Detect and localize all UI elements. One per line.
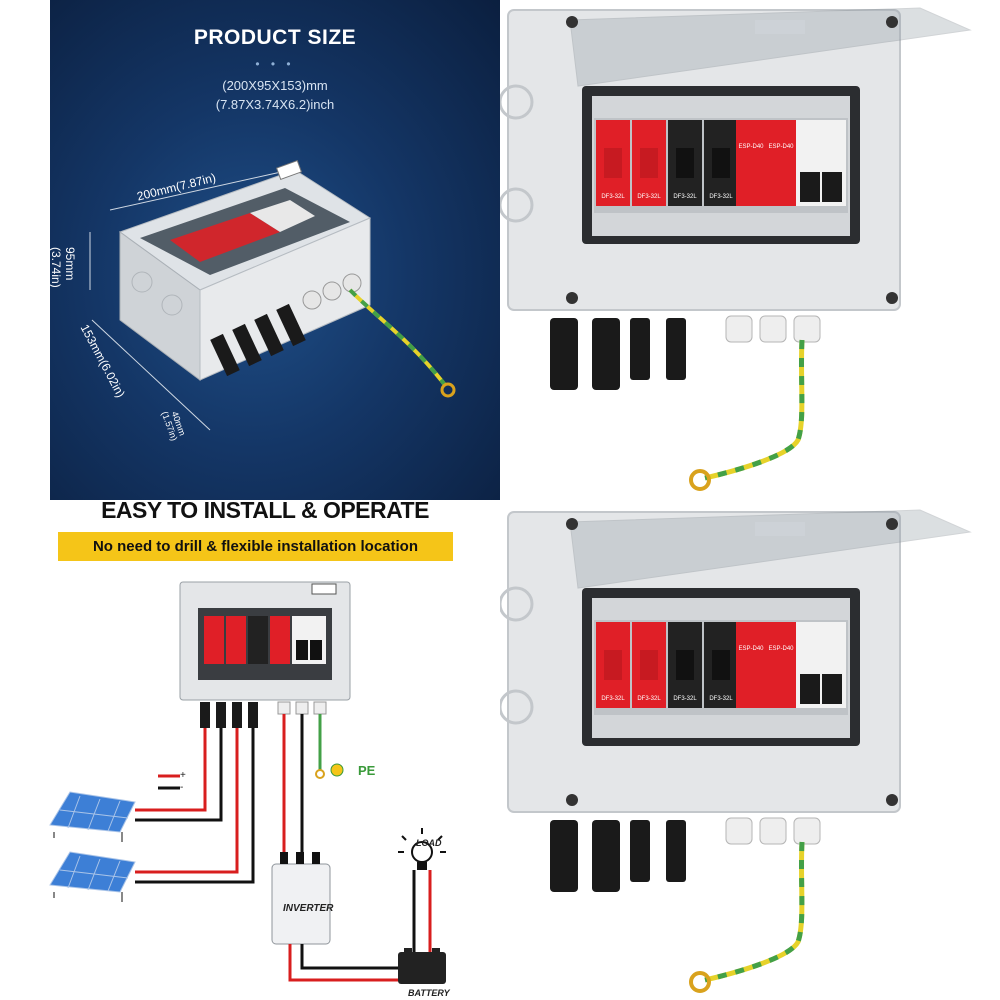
- height-mm-label: 95mm: [63, 247, 77, 281]
- negative-sign: -: [180, 782, 184, 793]
- title-dots: • • •: [255, 57, 295, 71]
- breaker-block: [170, 213, 280, 262]
- install-banner: No need to drill & flexible installation…: [58, 532, 453, 561]
- product-photos: DF3-32L DF3-32L DF3-32L DF3-32L ESP-D40 …: [500, 0, 1000, 1000]
- size-metric: (200X95X153)mm: [222, 78, 328, 93]
- load-label: LOAD: [416, 838, 442, 848]
- switch-block: [250, 200, 315, 232]
- mc4-connectors: [210, 303, 306, 377]
- knockout-1: [131, 271, 153, 293]
- height-in-label: (3.74in): [50, 247, 63, 288]
- depth-dimension-line: [91, 319, 211, 431]
- combiner-box-photo-bottom: [500, 510, 970, 991]
- size-imperial: (7.87X3.74X6.2)inch: [215, 97, 335, 112]
- combiner-box-photo-top: [500, 8, 970, 489]
- wiring-diagram: [49, 581, 446, 984]
- battery-label: BATTERY: [408, 988, 450, 998]
- install-title: EASY TO INSTALL & OPERATE: [101, 497, 429, 523]
- cable-glands: [302, 273, 362, 310]
- battery-icon: [398, 952, 446, 984]
- load-bulb-icon: [398, 828, 446, 870]
- positive-sign: +: [180, 770, 186, 781]
- box-tag: [275, 159, 303, 181]
- width-dimension-line: [109, 169, 291, 211]
- solar-panel-2: [49, 851, 136, 902]
- inverter-label: INVERTER: [283, 903, 334, 914]
- ground-ring-terminal: [440, 382, 456, 398]
- solar-panel-1: [49, 791, 136, 842]
- product-size-panel: PRODUCT SIZE • • • (200X95X153)mm (7.87X…: [50, 0, 500, 500]
- pe-label: PE: [358, 763, 376, 778]
- size-title: PRODUCT SIZE: [193, 26, 357, 49]
- knockout-2: [161, 294, 183, 316]
- product-3d-illustration: [89, 159, 456, 431]
